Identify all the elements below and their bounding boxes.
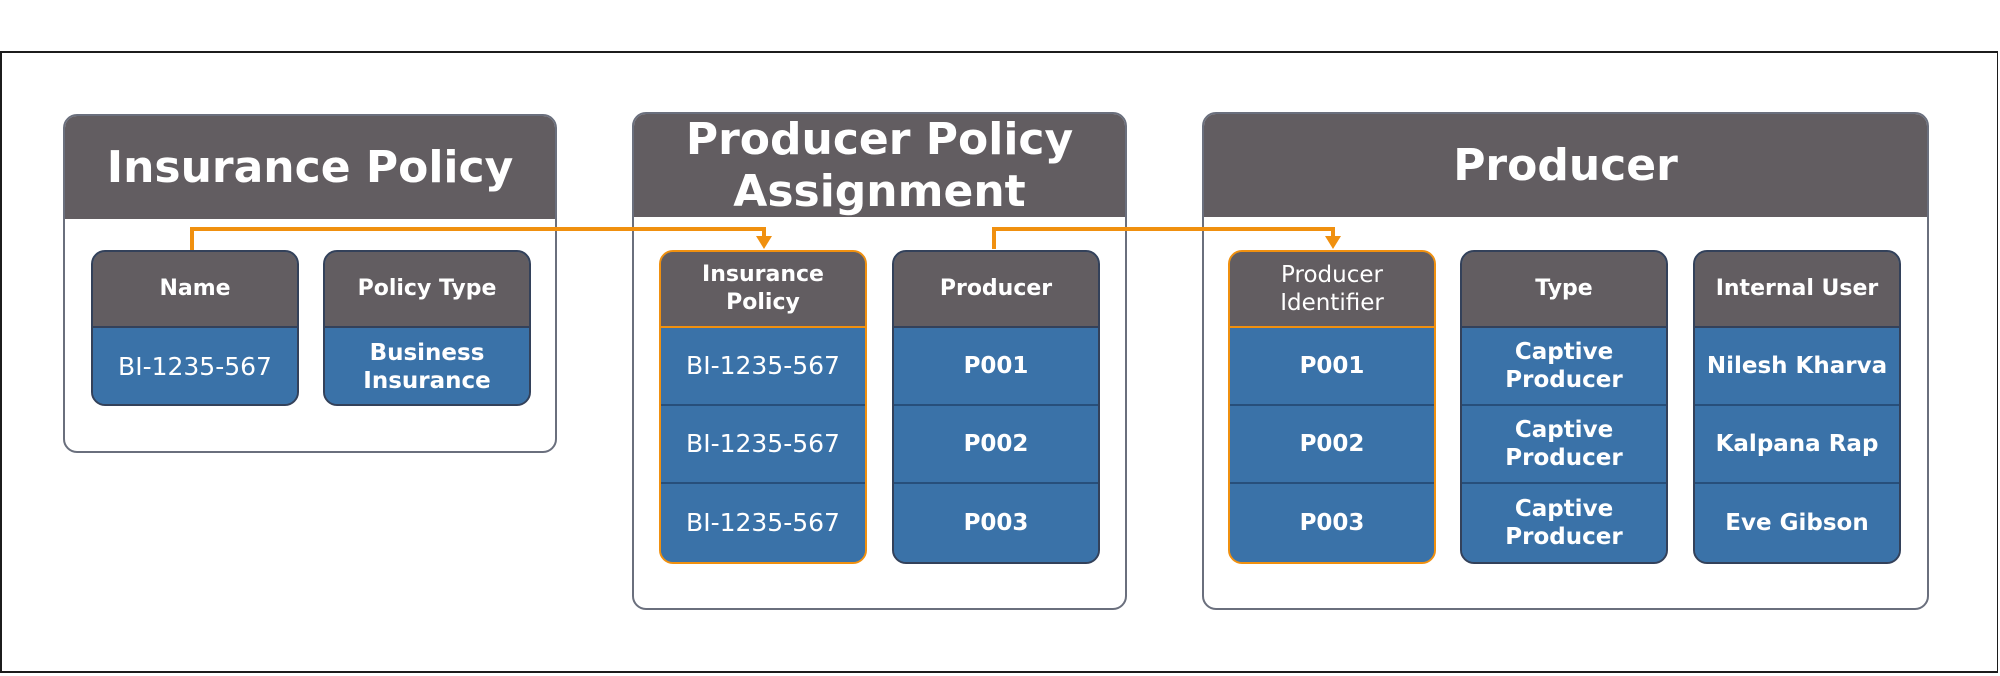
policy-to-assignment-arrowhead [756,236,772,249]
assignment-insurance-policy-field: Insurance Policy BI-1235-567 BI-1235-567… [659,250,867,564]
producer-identifier-label: Producer Identifier [1230,252,1434,328]
internal-user-field: Internal User Nilesh Kharva Kalpana Rap … [1693,250,1901,564]
producer-policy-assignment-table: Producer Policy Assignment Insurance Pol… [632,112,1127,610]
assignment-producer-value: P001 [894,328,1098,406]
assignment-insurance-policy-value: BI-1235-567 [661,328,865,406]
internal-user-label: Internal User [1695,252,1899,328]
producer-table: Producer Producer Identifier P001 P002 P… [1202,112,1929,610]
internal-user-value: Nilesh Kharva [1695,328,1899,406]
internal-user-value: Kalpana Rap [1695,406,1899,484]
name-field-label: Name [93,252,297,328]
producer-type-value: Captive Producer [1462,328,1666,406]
assignment-insurance-policy-label: Insurance Policy [661,252,865,328]
producer-type-label: Type [1462,252,1666,328]
assignment-to-producer-arrowhead [1325,236,1341,249]
producer-identifier-value: P003 [1230,484,1434,562]
assignment-producer-value: P003 [894,484,1098,562]
producer-type-value: Captive Producer [1462,406,1666,484]
policy-type-field-label: Policy Type [325,252,529,328]
producer-type-field: Type Captive Producer Captive Producer C… [1460,250,1668,564]
assignment-producer-value: P002 [894,406,1098,484]
name-field: Name BI-1235-567 [91,250,299,406]
producer-type-value: Captive Producer [1462,484,1666,562]
insurance-policy-table: Insurance Policy Name BI-1235-567 Policy… [63,114,557,453]
policy-type-value: Business Insurance [325,328,529,404]
assignment-insurance-policy-value: BI-1235-567 [661,406,865,484]
producer-table-title: Producer [1204,114,1927,217]
assignment-insurance-policy-value: BI-1235-567 [661,484,865,562]
policy-type-field: Policy Type Business Insurance [323,250,531,406]
assignment-table-title: Producer Policy Assignment [634,114,1125,217]
name-value: BI-1235-567 [93,328,297,404]
assignment-to-producer-connector [992,227,1335,249]
assignment-producer-field: Producer P001 P002 P003 [892,250,1100,564]
policy-to-assignment-connector [190,227,766,250]
producer-identifier-value: P001 [1230,328,1434,406]
assignment-producer-label: Producer [894,252,1098,328]
producer-identifier-value: P002 [1230,406,1434,484]
producer-identifier-field: Producer Identifier P001 P002 P003 [1228,250,1436,564]
internal-user-value: Eve Gibson [1695,484,1899,562]
insurance-policy-table-title: Insurance Policy [65,116,555,219]
